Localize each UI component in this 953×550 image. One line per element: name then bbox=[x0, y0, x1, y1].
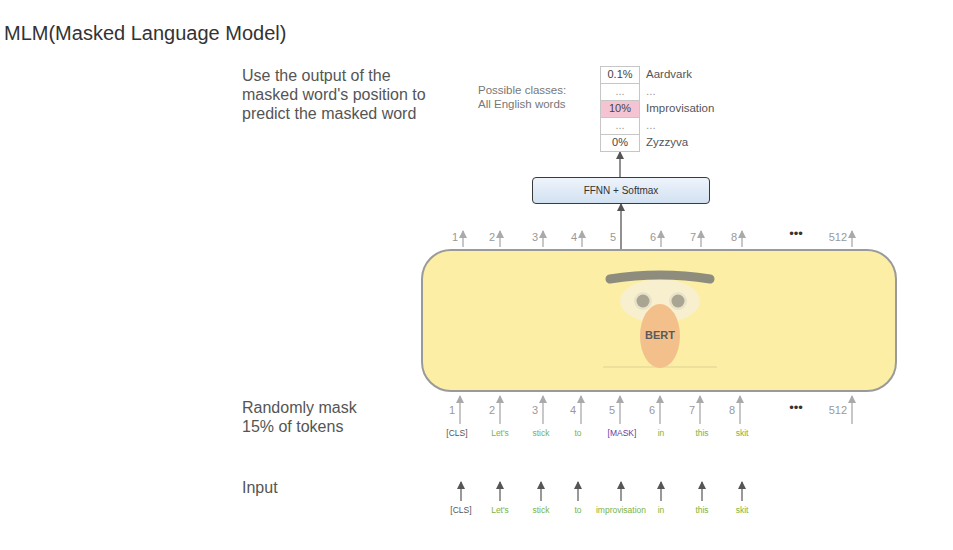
annotation: Possible classes: All English words bbox=[478, 84, 578, 112]
probability-cell: ... bbox=[600, 117, 640, 135]
token: stick bbox=[533, 428, 550, 438]
annotation: Randomly mask 15% of tokens bbox=[242, 398, 377, 436]
position-number: 512 bbox=[829, 404, 847, 417]
token-arrow bbox=[660, 482, 661, 501]
class-word: ... bbox=[646, 119, 656, 133]
input-arrow bbox=[699, 396, 700, 424]
annotation: Use the output of the masked word's posi… bbox=[242, 66, 447, 124]
token-arrow bbox=[499, 482, 500, 501]
position-number: 8 bbox=[731, 231, 737, 244]
token-arrow bbox=[741, 482, 742, 501]
position-number: 5 bbox=[609, 404, 615, 417]
token: this bbox=[695, 428, 708, 438]
token: Let's bbox=[491, 428, 509, 438]
position-number: 4 bbox=[571, 231, 577, 244]
position-number: 512 bbox=[829, 231, 847, 244]
model-name: BERT bbox=[630, 329, 690, 342]
box-text: 0% bbox=[612, 136, 628, 149]
token-arrow bbox=[701, 482, 702, 501]
position-number: 2 bbox=[489, 404, 495, 417]
output-arrow bbox=[462, 231, 463, 247]
class-word: Zyzzyva bbox=[646, 136, 688, 150]
position-number: 3 bbox=[532, 231, 538, 244]
position-number: 7 bbox=[690, 231, 696, 244]
position-number: 1 bbox=[452, 231, 458, 244]
output-arrow bbox=[581, 231, 582, 247]
flow-arrow bbox=[619, 152, 620, 177]
token: in bbox=[658, 505, 665, 515]
input-arrow bbox=[659, 396, 660, 424]
position-number: 8 bbox=[729, 404, 735, 417]
token: skit bbox=[736, 428, 749, 438]
class-word: Aardvark bbox=[646, 68, 692, 82]
output-arrow bbox=[660, 231, 661, 247]
probability-cell: 0% bbox=[600, 134, 640, 152]
ellipsis: ••• bbox=[789, 226, 803, 242]
token: to bbox=[574, 505, 581, 515]
position-number: 5 bbox=[610, 231, 616, 244]
output-arrow bbox=[700, 231, 701, 247]
token-arrow bbox=[620, 482, 621, 501]
pupil bbox=[637, 295, 650, 308]
output-arrow bbox=[499, 231, 500, 247]
eye bbox=[634, 292, 652, 310]
bert-model-box: BERT bbox=[421, 249, 897, 392]
token-arrow bbox=[540, 482, 541, 501]
box-text: 0.1% bbox=[607, 68, 632, 81]
annotation: Input bbox=[242, 478, 278, 497]
token: [CLS] bbox=[446, 428, 467, 438]
pupil bbox=[672, 295, 685, 308]
class-word: ... bbox=[646, 85, 656, 99]
output-arrow bbox=[741, 231, 742, 247]
position-number: 7 bbox=[689, 404, 695, 417]
position-number: 2 bbox=[489, 231, 495, 244]
probability-cell: 0.1% bbox=[600, 66, 640, 84]
token: to bbox=[574, 428, 581, 438]
token: stick bbox=[533, 505, 550, 515]
token-arrow bbox=[460, 482, 461, 501]
ffnn-softmax-box: FFNN + Softmax bbox=[532, 177, 710, 204]
token-arrow bbox=[577, 482, 578, 501]
token: improvisation bbox=[596, 505, 646, 515]
box-text: ... bbox=[615, 85, 624, 98]
token: [MASK] bbox=[608, 428, 637, 438]
flow-arrow bbox=[620, 204, 621, 249]
input-arrow bbox=[739, 396, 740, 424]
position-number: 1 bbox=[449, 404, 455, 417]
class-word: Improvisation bbox=[646, 102, 714, 116]
input-arrow bbox=[459, 396, 460, 424]
input-arrow bbox=[851, 396, 852, 424]
token: [CLS] bbox=[450, 505, 471, 515]
probability-cell: 10% bbox=[600, 100, 640, 118]
position-number: 6 bbox=[649, 404, 655, 417]
eye bbox=[669, 292, 687, 310]
token: Let's bbox=[491, 505, 509, 515]
eyebrow bbox=[610, 275, 710, 279]
input-arrow bbox=[542, 396, 543, 424]
input-arrow bbox=[499, 396, 500, 424]
position-number: 6 bbox=[650, 231, 656, 244]
page-title: MLM(Masked Language Model) bbox=[4, 21, 286, 45]
bert-face bbox=[423, 251, 899, 394]
position-number: 4 bbox=[570, 404, 576, 417]
input-arrow bbox=[619, 396, 620, 424]
token: in bbox=[658, 428, 665, 438]
input-arrow bbox=[580, 396, 581, 424]
output-arrow bbox=[851, 231, 852, 247]
probability-cell: ... bbox=[600, 83, 640, 101]
position-number: 3 bbox=[532, 404, 538, 417]
box-text: ... bbox=[615, 119, 624, 132]
box-text: FFNN + Softmax bbox=[584, 185, 659, 197]
box-text: 10% bbox=[609, 102, 631, 115]
ellipsis: ••• bbox=[789, 400, 803, 416]
token: this bbox=[695, 505, 708, 515]
token: skit bbox=[736, 505, 749, 515]
output-arrow bbox=[542, 231, 543, 247]
